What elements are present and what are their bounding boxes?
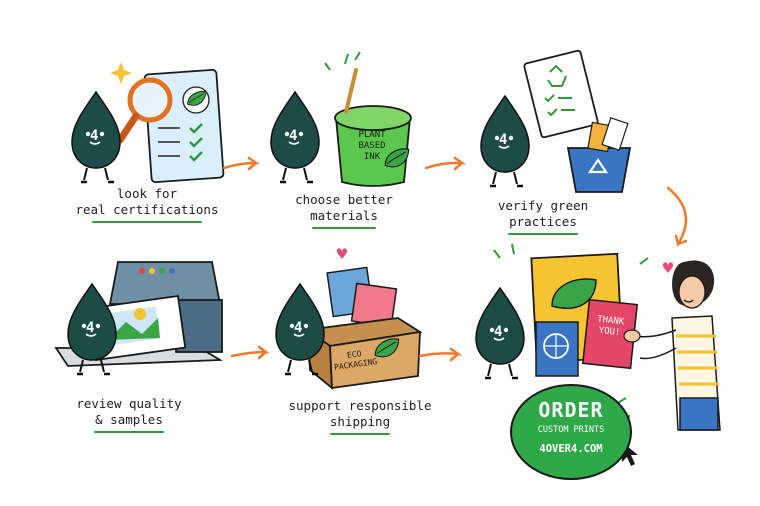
arrow-1 bbox=[222, 156, 260, 171]
order-title: ORDER bbox=[538, 398, 604, 422]
magnifier-icon bbox=[110, 62, 173, 144]
arrow-3 bbox=[666, 186, 688, 248]
step-4-caption: review quality& samples bbox=[64, 396, 194, 433]
prints-stack bbox=[493, 243, 674, 377]
ink-bucket bbox=[324, 51, 412, 187]
arrow-5 bbox=[418, 347, 463, 362]
mascot-number-2: 4 bbox=[289, 128, 298, 144]
mascot-number-6: 4 bbox=[494, 324, 503, 340]
order-button[interactable]: ORDER CUSTOM PRINTS 4OVER4.COM bbox=[510, 384, 632, 480]
checklist-paper bbox=[523, 49, 599, 139]
mascot-number-3: 4 bbox=[499, 132, 508, 148]
order-subtitle: CUSTOM PRINTS bbox=[537, 425, 605, 435]
arrow-4 bbox=[230, 345, 270, 360]
eco-box bbox=[303, 248, 423, 390]
arrow-2 bbox=[424, 156, 467, 171]
mascot-number-5: 4 bbox=[294, 320, 303, 336]
recycle-bin-icon bbox=[566, 117, 632, 193]
mascot-number-1: 4 bbox=[90, 128, 99, 144]
mascot-number-4: 4 bbox=[86, 320, 95, 336]
person bbox=[623, 260, 721, 431]
order-url: 4OVER4.COM bbox=[539, 443, 603, 455]
printer-icon bbox=[54, 261, 224, 367]
